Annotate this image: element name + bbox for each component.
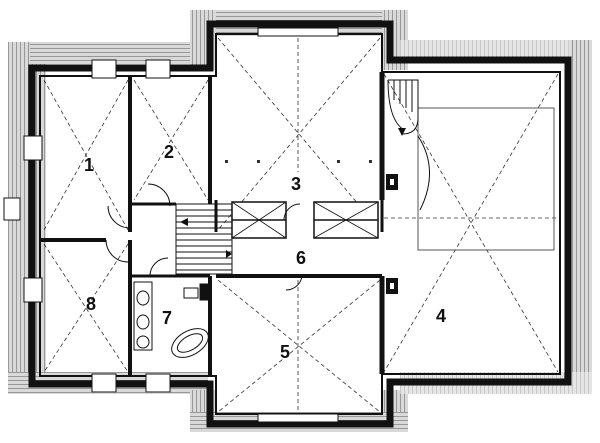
exterior-walls [28,20,572,428]
stairs-spiral [387,79,430,211]
room-label-7: 7 [162,308,172,328]
roof-outline-room-4 [417,107,555,251]
bathroom-fixtures [133,281,209,358]
room-label-6: 6 [296,248,306,268]
ceiling-diagonals [43,37,559,413]
chimneys [386,174,398,294]
stairs-main [175,203,233,275]
room-label-3: 3 [291,174,301,194]
room-label-2: 2 [164,142,174,162]
dots [225,160,372,163]
room-label-8: 8 [86,294,96,314]
doors [105,183,303,291]
room-label-5: 5 [280,342,290,362]
skylights [231,201,379,239]
room-label-4: 4 [436,306,446,326]
room-label-1: 1 [84,155,94,175]
dormer-windows [3,27,339,423]
